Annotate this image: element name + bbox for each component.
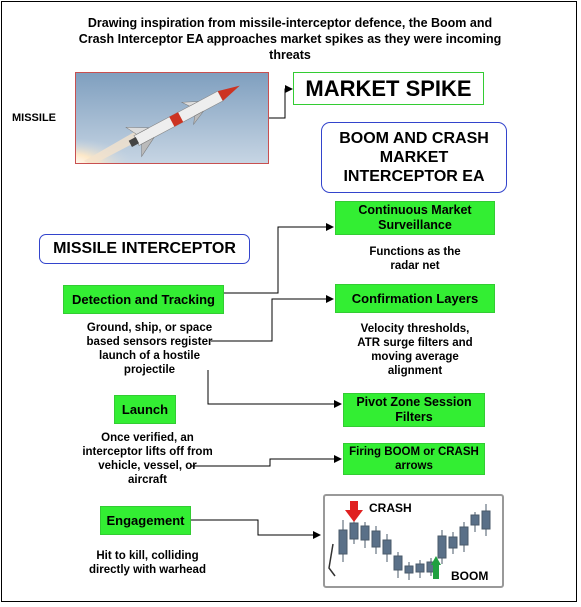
missile-icon — [76, 73, 268, 163]
crash-arrow-icon — [345, 501, 363, 522]
step-confirmation-desc: Velocity thresholds, ATR surge filters a… — [357, 323, 473, 377]
missile-label: MISSILE — [12, 112, 57, 124]
ea-title-box: BOOM AND CRASH MARKET INTERCEPTOR EA — [321, 122, 507, 193]
step-engagement-label: Engagement — [106, 513, 185, 528]
step-firing-arrows: Firing BOOM or CRASH arrows — [343, 443, 485, 475]
diagram-title: Drawing inspiration from missile-interce… — [78, 16, 502, 62]
missile-photo — [75, 72, 269, 164]
interceptor-title: MISSILE INTERCEPTOR — [53, 240, 236, 257]
step-market-surveillance: Continuous Market Surveillance — [335, 201, 495, 235]
candlestick-icon — [328, 501, 491, 580]
step-confirmation-layers: Confirmation Layers — [335, 284, 495, 313]
step-firing-label: Firing BOOM or CRASH arrows — [349, 446, 479, 472]
market-spike-box: MARKET SPIKE — [293, 72, 484, 105]
step-detection-tracking: Detection and Tracking — [63, 285, 224, 314]
candle-chart-illustration: CRASH BOOM — [323, 494, 504, 588]
step-confirmation-label: Confirmation Layers — [351, 291, 479, 306]
crash-label: CRASH — [369, 501, 412, 515]
step-pivot-zone: Pivot Zone Session Filters — [343, 393, 485, 427]
step-detection-label: Detection and Tracking — [71, 292, 216, 307]
step-engagement: Engagement — [100, 506, 191, 535]
boom-label: BOOM — [451, 569, 489, 583]
step-launch-label: Launch — [121, 402, 169, 417]
boom-arrow-icon — [431, 556, 441, 579]
market-spike-label: MARKET SPIKE — [305, 75, 472, 101]
step-detection-desc: Ground, ship, or space based sensors reg… — [86, 322, 213, 376]
step-launch-desc: Once verified, an interceptor lifts off … — [82, 432, 213, 486]
ea-title: BOOM AND CRASH MARKET INTERCEPTOR EA — [339, 130, 489, 185]
step-pivot-label: Pivot Zone Session Filters — [356, 395, 472, 424]
interceptor-title-box: MISSILE INTERCEPTOR — [39, 234, 250, 264]
step-surveillance-label: Continuous Market Surveillance — [358, 203, 472, 232]
step-surveillance-desc: Functions as the radar net — [369, 246, 461, 272]
step-engagement-desc: Hit to kill, colliding directly with war… — [89, 550, 206, 576]
step-launch: Launch — [114, 395, 176, 424]
